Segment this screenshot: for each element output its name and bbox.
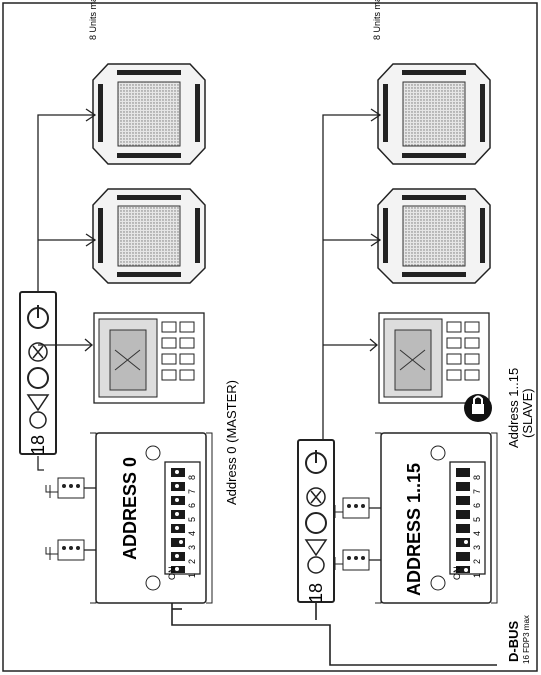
terminal-block-master-2 xyxy=(45,539,85,561)
wires-master xyxy=(37,108,97,551)
ac-unit-bottom-right xyxy=(377,63,491,165)
dip-switch-number: 2 xyxy=(472,558,482,564)
dip-switch-number: 8 xyxy=(187,474,197,480)
dip-switch-number: 4 xyxy=(187,530,197,536)
dip-switch-number: 4 xyxy=(472,530,482,536)
address-slave-box-title: ADDRESS 1..15 xyxy=(404,462,424,596)
dip-switch-number: 7 xyxy=(472,488,482,494)
terminal-block-slave-1 xyxy=(330,497,370,519)
dip-switch-number: 6 xyxy=(187,502,197,508)
on-label-slave: ON xyxy=(452,566,462,581)
dip-switch-number: 1 xyxy=(187,572,197,578)
dip-switch-number: 7 xyxy=(187,488,197,494)
dip-switch-number: 3 xyxy=(472,544,482,550)
dip-switch-bank-slave xyxy=(456,468,470,573)
dip-switch-number: 2 xyxy=(187,558,197,564)
display-symbols-slave xyxy=(297,439,335,603)
ac-unit-top-right xyxy=(92,63,206,165)
wires-slave xyxy=(322,108,382,561)
dip-switch-number: 1 xyxy=(472,572,482,578)
dip-switch-number: 5 xyxy=(472,516,482,522)
dip-switch-number: 5 xyxy=(187,516,197,522)
d-bus-max-label: 16 FDP3 max xyxy=(522,615,531,664)
lock-icon xyxy=(464,394,492,422)
dip-switch-number: 8 xyxy=(472,474,482,480)
dip-switch-number: 6 xyxy=(472,502,482,508)
dip-switch-number: 3 xyxy=(187,544,197,550)
terminal-block-slave-2 xyxy=(330,549,370,571)
temperature-label-master: 18 xyxy=(28,434,48,455)
d-bus-line xyxy=(171,603,497,666)
display-symbols-master xyxy=(19,291,57,455)
address-box-master xyxy=(90,432,213,604)
address-slave-caption-2: (SLAVE) xyxy=(520,388,535,438)
units-max-label-top: 8 Units max xyxy=(88,0,98,40)
ac-unit-top-middle xyxy=(92,188,206,284)
address-master-caption: Address 0 (MASTER) xyxy=(224,380,239,505)
d-bus-label: D-BUS xyxy=(506,620,521,662)
temperature-label-slave: 18 xyxy=(306,582,326,603)
on-label-master: ON xyxy=(167,566,177,581)
dip-switch-bank-master xyxy=(171,468,185,573)
address-box-slave xyxy=(375,432,498,604)
ac-unit-bottom-middle xyxy=(377,188,491,284)
address-master-box-title: ADDRESS 0 xyxy=(120,456,140,560)
units-max-label-bottom: 8 Units max xyxy=(372,0,382,40)
terminal-block-master-1 xyxy=(45,477,85,499)
remote-controller-slave xyxy=(378,312,490,404)
address-slave-caption-1: Address 1..15 xyxy=(506,367,521,448)
remote-controller-master xyxy=(93,312,205,404)
